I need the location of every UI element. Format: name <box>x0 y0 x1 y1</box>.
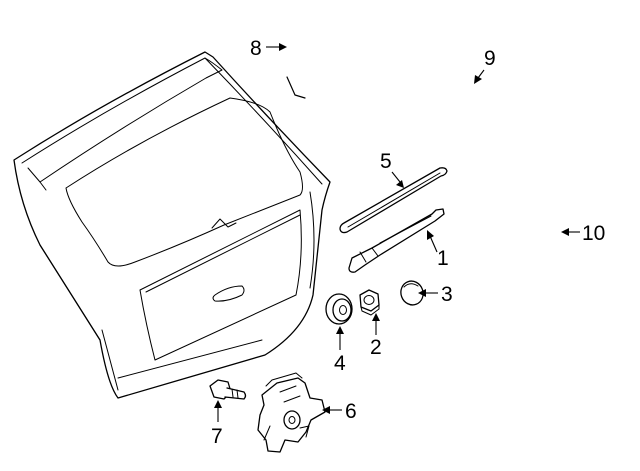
svg-text:4: 4 <box>334 352 346 375</box>
callout-8: 8 <box>250 37 287 60</box>
svg-text:1: 1 <box>437 247 449 270</box>
wiper-motor-part-6 <box>257 372 326 453</box>
washer-part-4 <box>325 293 353 325</box>
bolt-part-7 <box>209 379 247 400</box>
svg-text:6: 6 <box>345 400 357 423</box>
cap-part-3 <box>400 280 424 306</box>
callout-1: 1 <box>427 230 449 270</box>
callout-9: 9 <box>474 47 496 84</box>
wiper-arm-part-1 <box>348 208 445 273</box>
liftgate <box>13 51 331 399</box>
callout-4: 4 <box>334 326 346 375</box>
callout-5: 5 <box>380 150 404 188</box>
hose-part-9 <box>353 15 605 172</box>
svg-text:2: 2 <box>370 336 382 359</box>
svg-text:5: 5 <box>380 150 392 173</box>
svg-text:3: 3 <box>441 283 453 306</box>
svg-text:9: 9 <box>484 47 496 70</box>
svg-text:7: 7 <box>211 425 223 448</box>
callout-6: 6 <box>322 400 357 423</box>
svg-text:8: 8 <box>250 37 262 60</box>
nut-part-2 <box>359 289 380 316</box>
wiper-blade-part-5 <box>339 167 448 234</box>
callout-10: 10 <box>561 222 605 245</box>
callout-7: 7 <box>211 400 223 448</box>
hose-part-8 <box>285 12 348 99</box>
callout-3: 3 <box>418 283 453 306</box>
callout-2: 2 <box>370 313 382 359</box>
svg-text:10: 10 <box>582 222 605 245</box>
hose-part-10 <box>535 174 579 250</box>
